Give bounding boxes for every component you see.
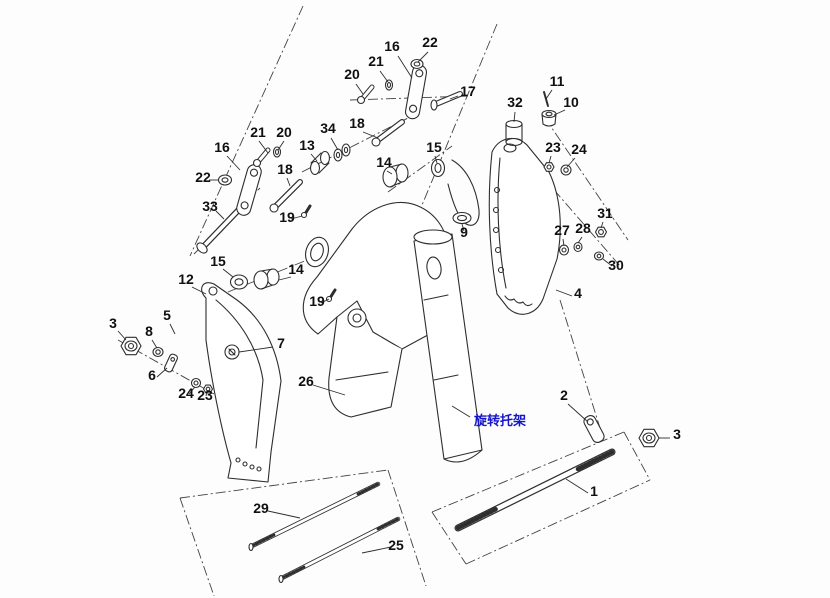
callout-9: 9: [460, 224, 468, 240]
part-pivot-7: [224, 344, 240, 360]
part-nut-23-left: [202, 384, 214, 394]
callout-11: 11: [550, 73, 565, 89]
callout-12: 12: [178, 271, 194, 287]
annotation-swivel-bracket: 旋转托架: [473, 413, 526, 428]
part-bushing-14-left: [253, 268, 280, 290]
part-washer-24-right: [560, 164, 572, 176]
callout-3-left: 3: [109, 315, 117, 331]
part-steering-tube: [413, 229, 483, 463]
part-link-16-left: [236, 164, 262, 216]
part-washer-30: [593, 251, 605, 261]
part-nut-3-left: [120, 336, 142, 356]
callout-33: 33: [202, 198, 218, 214]
part-cylinder-13: [309, 150, 331, 176]
callout-20-left: 20: [276, 124, 292, 140]
callout-21-left: 21: [250, 124, 266, 140]
callout-4: 4: [574, 285, 582, 301]
callout-19-top: 19: [279, 209, 295, 225]
part-bolt-20-left: [252, 147, 271, 168]
part-washer-21-top: [384, 79, 394, 91]
callout-7: 7: [277, 335, 285, 351]
parts-layer: [120, 58, 660, 584]
part-rod-29: [248, 481, 381, 552]
callout-34: 34: [320, 120, 336, 136]
callout-28: 28: [575, 220, 591, 236]
part-bolt-1: [454, 448, 616, 532]
part-plate-2: [583, 415, 605, 443]
callout-32: 32: [507, 94, 523, 110]
callout-16-top: 16: [384, 38, 400, 54]
part-left-bracket: [201, 282, 282, 483]
callout-24-left: 24: [178, 385, 194, 401]
callout-14-right: 14: [376, 154, 392, 170]
part-right-bracket: [488, 137, 561, 315]
part-bushing-14-right: [382, 163, 409, 188]
callout-23-left: 23: [197, 387, 213, 403]
part-plate-6: [164, 353, 178, 373]
callout-26: 26: [298, 373, 314, 389]
part-bolt-17: [430, 91, 463, 111]
part-washer-24-left: [190, 377, 202, 389]
part-upper-arm: [447, 159, 480, 226]
callout-18-left: 18: [277, 161, 293, 177]
callout-1: 1: [590, 483, 598, 499]
callout-29: 29: [253, 500, 269, 516]
callout-19-mid: 19: [309, 293, 325, 309]
part-bolt-20-top: [356, 84, 375, 105]
part-nut-31: [594, 226, 608, 238]
part-washer-28: [573, 241, 583, 253]
part-washer-27: [558, 244, 570, 256]
part-bolt-18-top: [371, 119, 405, 147]
callout-13: 13: [299, 137, 315, 153]
part-screw-19-top: [300, 204, 312, 219]
callout-8: 8: [145, 323, 153, 339]
callout-16-left: 16: [214, 139, 230, 155]
callout-10: 10: [563, 94, 579, 110]
callout-labels: 16 22 21 20 17 11 32 10 34 18 13 21 20 1…: [109, 34, 681, 553]
part-ring-15-right: [430, 158, 446, 178]
part-nut-23-right: [543, 162, 555, 172]
callout-31: 31: [597, 205, 613, 221]
callout-21-top: 21: [368, 53, 384, 69]
callout-15-right: 15: [426, 139, 442, 155]
callout-6: 6: [148, 367, 156, 383]
part-rod-25: [278, 516, 401, 584]
callout-18-top: 18: [349, 115, 365, 131]
part-ring-22-left: [217, 174, 233, 186]
callout-20-top: 20: [344, 66, 360, 82]
part-washer-8: [152, 346, 164, 358]
part-ring-22-top: [410, 58, 424, 70]
callout-27: 27: [554, 222, 570, 238]
callout-14-left: 14: [288, 261, 304, 277]
callout-2: 2: [560, 387, 568, 403]
part-nut-3-right: [638, 428, 660, 448]
callout-15-left: 15: [210, 253, 226, 269]
callout-23-right: 23: [545, 139, 561, 155]
callout-17: 17: [460, 83, 476, 99]
callout-22-top: 22: [422, 34, 438, 50]
part-cap-10: [541, 109, 557, 127]
part-washers-34: [333, 143, 351, 162]
callout-5: 5: [163, 307, 171, 323]
callout-24-right: 24: [571, 141, 587, 157]
callout-22-left: 22: [195, 169, 211, 185]
callout-25: 25: [388, 537, 404, 553]
part-ring-9: [452, 211, 472, 225]
leader-lines: [117, 51, 670, 554]
callout-30: 30: [608, 257, 624, 273]
part-screw-19-mid: [325, 288, 337, 303]
part-ring-15-left: [229, 274, 249, 290]
part-link-16-top: [404, 64, 428, 120]
callout-3-right: 3: [673, 426, 681, 442]
part-bolt-18-left: [269, 179, 303, 213]
